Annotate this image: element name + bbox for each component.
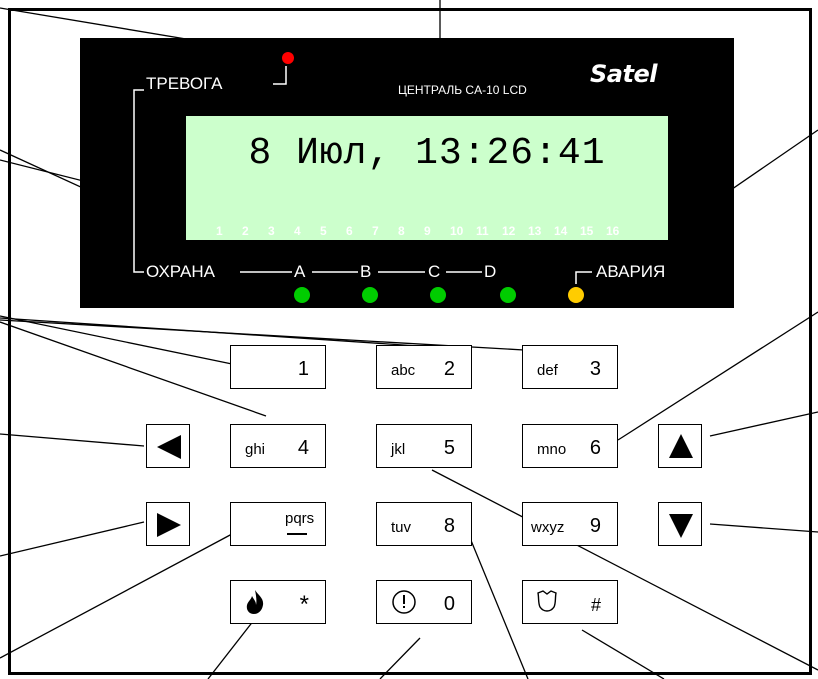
lcd-text: 8 Июл, 13:26:41 [248,132,606,175]
key-digit: 9 [589,515,601,537]
fault-led [568,287,584,303]
underscore-mark [287,533,307,535]
key-digit: 4 [297,437,309,459]
key-9[interactable]: wxyz 9 [522,502,618,546]
key-digit: 6 [589,437,601,459]
device-frame [8,8,812,675]
brand-logo: Satel [590,60,657,88]
left-arrow-icon [157,435,181,459]
right-arrow-icon [157,513,181,537]
zone-led-b [362,287,378,303]
model-label: ЦЕНТРАЛЬ CA-10 LCD [398,83,527,97]
zone-number: 9 [424,224,431,238]
up-arrow-icon [669,434,693,458]
zone-number: 7 [372,224,379,238]
alarm-led [282,52,294,64]
left-arrow-button[interactable] [146,424,190,468]
zone-number: 1 [216,224,223,238]
zone-number: 8 [398,224,405,238]
key-0[interactable]: 0 [376,580,472,624]
key-digit: 5 [443,437,455,459]
key-5[interactable]: jkl 5 [376,424,472,468]
key-letters: abc [391,362,416,379]
zone-label-d: D [484,262,497,281]
key-digit: 3 [589,358,601,380]
zone-number: 6 [346,224,353,238]
zone-number: 2 [242,224,249,238]
key-1[interactable]: 1 [230,345,326,389]
zone-number: 3 [268,224,275,238]
key-letters: jkl [391,441,406,458]
shield-icon [537,590,557,612]
key-hash[interactable]: # [522,580,618,624]
key-6[interactable]: mno 6 [522,424,618,468]
key-3[interactable]: def 3 [522,345,618,389]
zone-number: 10 [450,224,464,238]
panel-bracket-lines [133,66,592,284]
fire-icon [246,590,264,614]
zone-number: 11 [476,224,489,238]
zone-number: 13 [528,224,542,238]
key-digit: 1 [297,358,309,380]
guard-label: ОХРАНА [146,262,215,281]
key-7[interactable]: pqrs [230,502,326,546]
key-star[interactable]: * [230,580,326,624]
key-letters: wxyz [531,519,565,536]
zone-number: 5 [320,224,327,238]
exclamation-circle-icon [392,590,416,614]
key-digit: 8 [443,515,455,537]
zone-led-d [500,287,516,303]
zone-number: 12 [502,224,516,238]
alarm-label: ТРЕВОГА [146,74,223,93]
key-digit: # [590,595,601,615]
zone-number: 15 [580,224,594,238]
fault-label: АВАРИЯ [596,262,666,281]
zone-led-c [430,287,446,303]
zone-label-b: B [360,262,372,281]
key-digit: * [299,591,309,618]
down-arrow-button[interactable] [658,502,702,546]
key-4[interactable]: ghi 4 [230,424,326,468]
key-digit: 2 [443,358,455,380]
key-letters: def [537,362,558,379]
zone-number: 14 [554,224,568,238]
keypad-front-panel: ТРЕВОГА ЦЕНТРАЛЬ CA-10 LCD Satel 8 Июл, … [80,38,734,308]
right-arrow-button[interactable] [146,502,190,546]
zone-number: 16 [606,224,620,238]
key-letters: mno [537,441,567,458]
zone-label-c: C [428,262,441,281]
key-digit: 0 [443,593,455,615]
key-letters: tuv [391,519,412,536]
key-2[interactable]: abc 2 [376,345,472,389]
key-letters: ghi [245,441,266,458]
zone-label-a: A [294,262,306,281]
zone-led-a [294,287,310,303]
up-arrow-button[interactable] [658,424,702,468]
zone-number: 4 [294,224,301,238]
key-letters: pqrs [285,510,315,527]
key-8[interactable]: tuv 8 [376,502,472,546]
down-arrow-icon [669,514,693,538]
